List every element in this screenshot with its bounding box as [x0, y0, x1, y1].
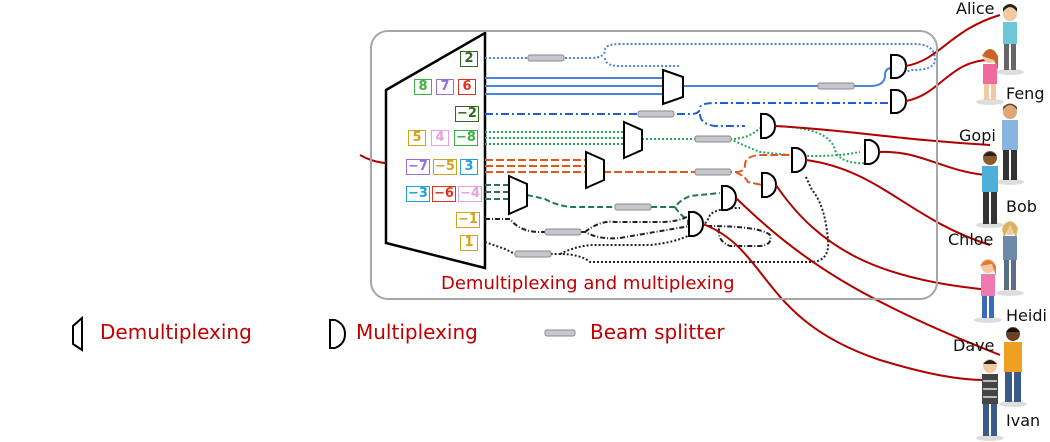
dave-avatar: [999, 327, 1027, 407]
fiber-to-chloe: [805, 159, 991, 246]
mode-label-5: 5: [408, 130, 426, 146]
modes-neg7-neg5-3-path: [485, 154, 792, 186]
user-name-heidi: Heidi: [1006, 306, 1047, 325]
mode-label-neg8: −8: [454, 130, 478, 146]
beam-splitter: [514, 250, 552, 258]
demux-mux-container: [370, 30, 938, 300]
fiber-to-bob: [878, 150, 986, 176]
mode-neg2-path: [485, 102, 890, 127]
mode-label-4: 4: [431, 130, 449, 146]
mode-label-6: 6: [458, 79, 476, 95]
fiber-to-heidi: [775, 184, 991, 291]
mode-label-neg6: −6: [432, 186, 456, 202]
legend-mux-icon: [329, 319, 347, 349]
output-fibers: [702, 14, 1001, 381]
mode-1-path: [484, 174, 830, 263]
beam-splitter: [544, 228, 582, 236]
mode-label-neg5: −5: [433, 159, 457, 175]
fiber-to-dave: [735, 197, 1001, 356]
alice-avatar: [996, 4, 1024, 75]
mode-label-neg2: −2: [455, 106, 479, 122]
mode-label-neg3: −3: [406, 186, 430, 202]
user-name-bob: Bob: [1006, 197, 1037, 216]
user-name-gopi: Gopi: [959, 126, 996, 145]
multiplexer: [890, 89, 908, 114]
box-caption: Demultiplexing and multiplexing: [441, 273, 735, 294]
user-name-feng: Feng: [1006, 84, 1045, 103]
users: [974, 4, 1027, 441]
beam-splitter: [817, 82, 855, 90]
mode-label-neg7: −7: [406, 159, 430, 175]
legend-splitter-icon: [544, 329, 576, 337]
mode-2-path: [485, 43, 937, 73]
multiplexer: [864, 139, 881, 165]
mode-label-8: 8: [414, 79, 432, 95]
demultiplexers: [508, 68, 684, 216]
legend-demux-icon: [72, 315, 83, 352]
legend-splitter-label: Beam splitter: [590, 320, 725, 344]
beam-splitter: [527, 54, 565, 62]
feng-avatar: [976, 49, 1004, 105]
beam-splitter: [694, 168, 732, 176]
multiplexer: [890, 54, 908, 79]
chloe-avatar: [996, 221, 1024, 296]
mode-label-7: 7: [436, 79, 454, 95]
fiber-to-feng: [905, 59, 991, 102]
beam-splitter: [614, 203, 652, 211]
fiber-to-ivan: [702, 223, 986, 381]
demultiplexer: [508, 174, 528, 216]
user-name-chloe: Chloe: [948, 230, 994, 249]
beam-splitter: [637, 110, 675, 118]
bob-avatar: [976, 151, 1004, 228]
modes-neg3-neg6-neg4-path: [485, 184, 721, 225]
legend-mux-label: Multiplexing: [356, 320, 478, 344]
demultiplexer: [662, 68, 684, 106]
mode-label-2: 2: [460, 51, 478, 67]
mode-label-3: 3: [460, 159, 478, 175]
legend-demux-label: Demultiplexing: [100, 320, 252, 344]
demultiplexer: [585, 150, 605, 190]
user-name-ivan: Ivan: [1006, 411, 1041, 430]
user-name-alice: Alice: [956, 0, 995, 18]
demultiplexer: [623, 120, 643, 160]
fiber-to-alice: [905, 14, 1001, 67]
fiber-to-gopi: [774, 125, 991, 146]
heidi-avatar: [974, 259, 1002, 323]
input-fiber: [359, 154, 387, 164]
ivan-avatar: [976, 359, 1004, 441]
mode-label-neg4: −4: [458, 186, 482, 202]
gopi-avatar: [996, 103, 1024, 185]
beam-splitter: [694, 135, 732, 143]
mode-label-1: 1: [460, 235, 478, 251]
modes-8-7-6-path: [485, 67, 893, 95]
beam-splitters: [514, 54, 855, 258]
mode-label-neg1: −1: [456, 212, 480, 228]
user-name-dave: Dave: [953, 336, 995, 355]
